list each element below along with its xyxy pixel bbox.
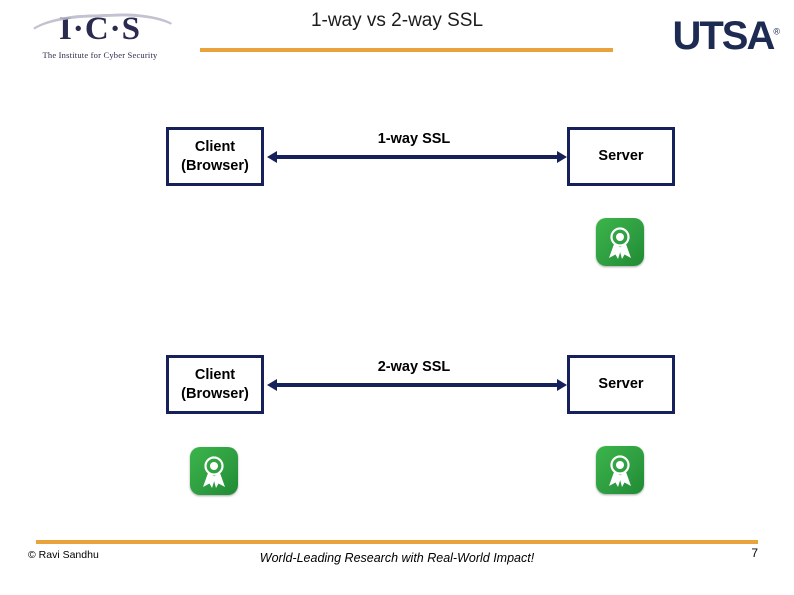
footer-page-number: 7 [751,546,758,560]
client-box-1-line1: Client [194,138,236,155]
ics-logo-mark: I·C·S [58,11,142,47]
ics-logo-subtitle: The Institute for Cyber Security [42,50,158,60]
arrow-line-2 [275,383,559,387]
arrow-label-2way: 2-way SSL [377,359,451,375]
server-certificate-2-icon [596,446,644,494]
client-box-2-line2: (Browser) [181,385,249,402]
arrow-2way [267,379,567,391]
server-certificate-1-icon [596,218,644,266]
title-divider [200,48,613,52]
arrow-head-left-1 [267,151,277,163]
footer-copyright: © Ravi Sandhu [28,549,99,561]
arrow-line-1 [275,155,559,159]
server-box-1: Server [567,127,675,186]
arrow-1way [267,151,567,163]
client-box-1-line2: (Browser) [181,157,249,174]
server-box-1-label: Server [598,148,644,164]
utsa-registered-mark: ® [773,26,780,37]
server-box-2-label: Server [598,376,644,392]
client-box-2-line1: Client [194,366,236,383]
utsa-logo: UTSA® [672,14,780,59]
ics-logo: I·C·S The Institute for Cyber Security [20,10,181,72]
footer-divider [36,540,758,544]
client-box-1: Client (Browser) [166,127,264,186]
utsa-logo-text: UTSA [672,14,775,58]
arrow-head-left-2 [267,379,277,391]
server-box-2: Server [567,355,675,414]
client-box-2: Client (Browser) [166,355,264,414]
arrow-head-right-2 [557,379,567,391]
page-title: 1-way vs 2-way SSL [310,10,484,31]
footer-tagline: World-Leading Research with Real-World I… [259,551,535,565]
arrow-label-1way: 1-way SSL [377,131,451,147]
arrow-head-right-1 [557,151,567,163]
client-certificate-2-icon [190,447,238,495]
